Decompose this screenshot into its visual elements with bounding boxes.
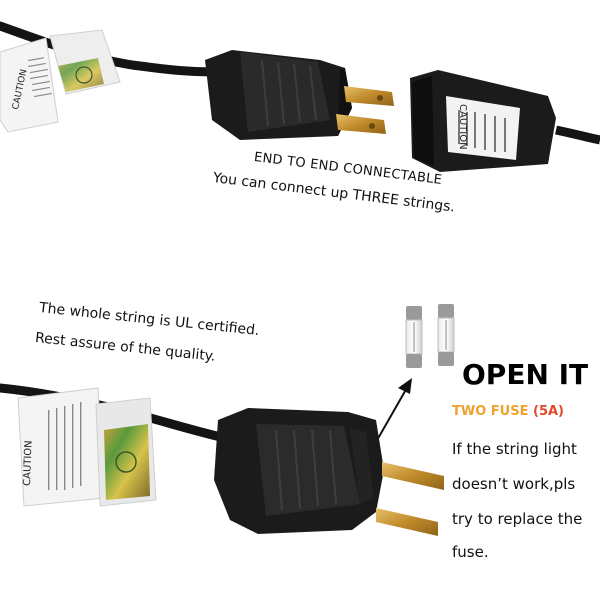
open-it-heading: OPEN IT [462, 358, 589, 391]
caution-text-female: CAUTION [457, 104, 468, 150]
bottom-ul-tag [95, 397, 157, 507]
note-line: fuse. [452, 543, 489, 561]
top-caution-tag: CAUTION [0, 37, 59, 133]
caution-text-bottom: CAUTION [22, 440, 35, 486]
bottom-caution-tag: CAUTION [17, 387, 105, 507]
fuse-right [437, 304, 455, 366]
top-prongs [336, 86, 394, 134]
note-line: try to replace the [452, 510, 583, 528]
fuse-left [405, 306, 423, 368]
top-male-plug [205, 50, 352, 140]
top-cord [0, 21, 220, 77]
fuse-label: TWO FUSE [452, 404, 529, 419]
note-line: If the string light [452, 440, 577, 458]
note-line: doesn’t work,pls [452, 475, 576, 493]
bottom-male-plug [214, 408, 384, 534]
top-female-connector: CAUTION [410, 70, 600, 172]
bottom-prongs [376, 462, 444, 536]
top-ul-tag [49, 29, 121, 95]
fuse-rating: (5A) [533, 404, 564, 419]
fuse-spec: TWO FUSE (5A) [452, 404, 564, 419]
fuse-pair [405, 304, 455, 368]
